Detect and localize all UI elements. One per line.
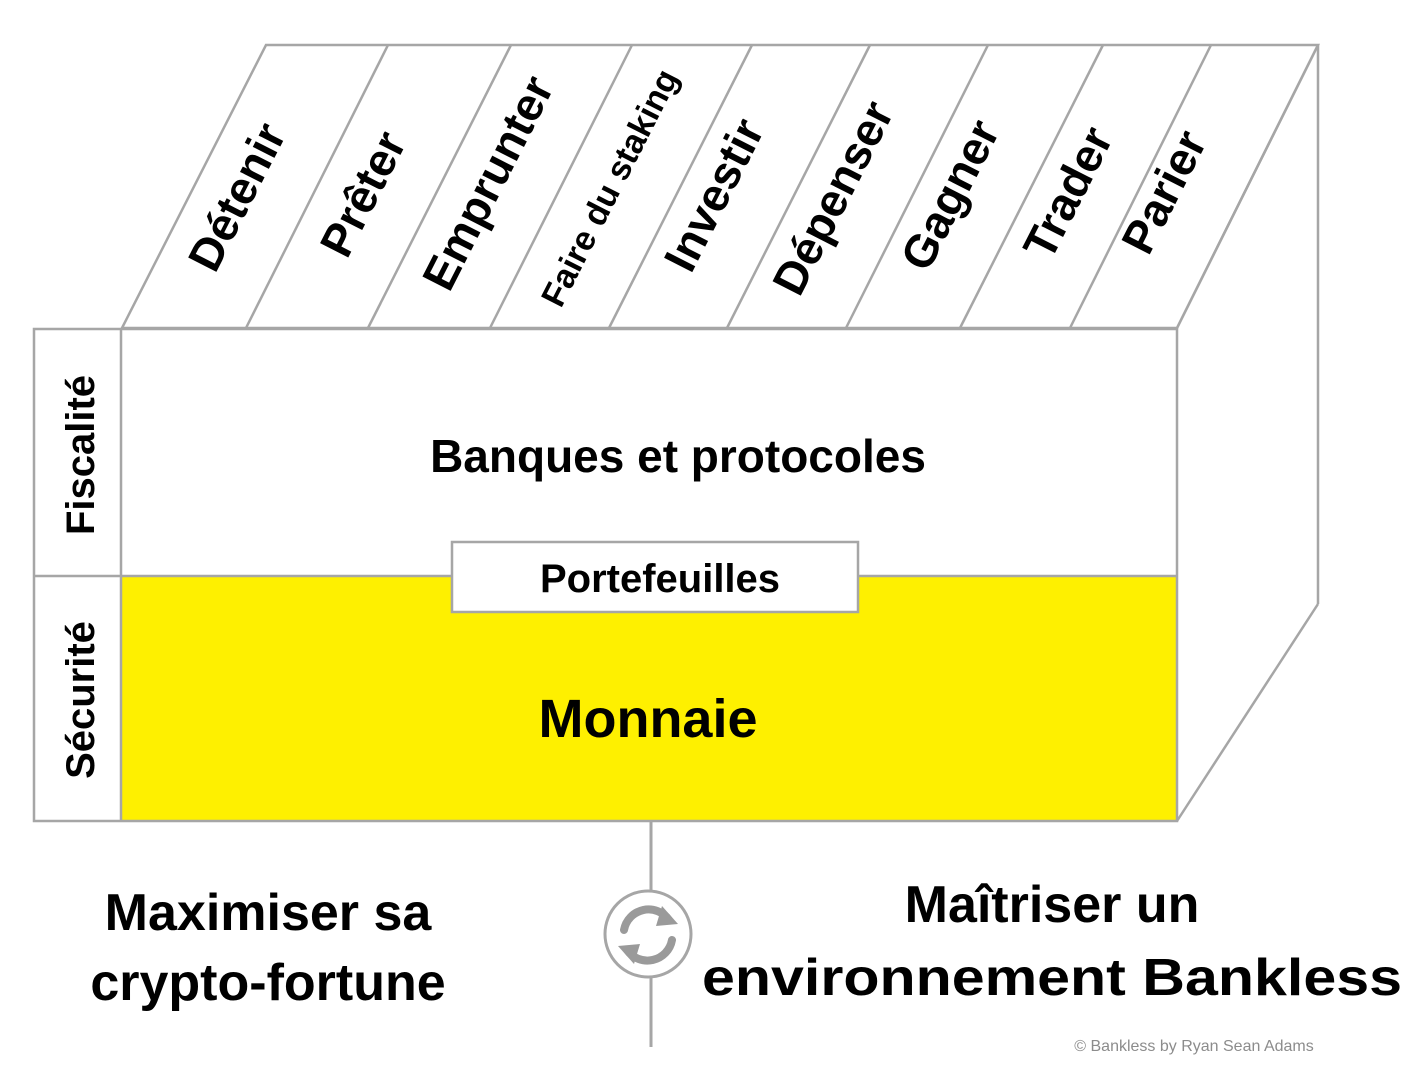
fiscalite-label: Fiscalité [59, 375, 103, 535]
activity-label: Parier [1111, 122, 1217, 262]
securite-label: Sécurité [59, 621, 103, 779]
left-caption-line1: Maximiser sa [105, 884, 433, 942]
activity-label: Emprunter [412, 67, 564, 298]
banks-protocols-label: Banques et protocoles [430, 430, 926, 482]
right-caption-line1: Maîtriser un [905, 876, 1200, 934]
right-caption-line2: environnement Bankless [702, 949, 1402, 1007]
activity-labels: Détenir Prêter Emprunter Faire du stakin… [178, 63, 1217, 313]
copyright-text: © Bankless by Ryan Sean Adams [1074, 1038, 1313, 1055]
money-layer [121, 576, 1177, 821]
refresh-icon [603, 889, 693, 979]
activity-label: Prêter [309, 123, 416, 265]
wallets-box [450, 540, 860, 614]
right-face [1175, 45, 1320, 822]
money-label: Monnaie [538, 689, 757, 749]
activity-label: Détenir [178, 114, 296, 279]
activity-label: Gagner [890, 111, 1009, 278]
left-caption-line2: crypto-fortune [90, 954, 445, 1012]
wallets-label: Portefeuilles [540, 557, 780, 601]
front-face [32, 327, 1179, 823]
activity-label: Dépenser [762, 92, 904, 302]
activity-label: Investir [653, 110, 774, 279]
